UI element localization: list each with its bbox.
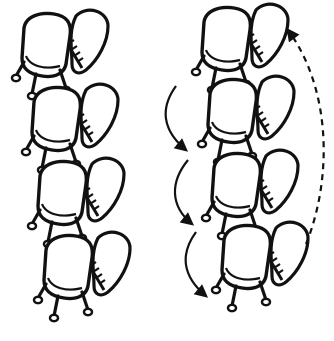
return-dashed-arrow bbox=[288, 30, 324, 244]
down-arrow-3 bbox=[186, 232, 206, 296]
down-arrows bbox=[166, 86, 206, 296]
down-arrow-1 bbox=[166, 86, 186, 150]
down-arrow-2 bbox=[175, 160, 192, 224]
left-chair-4 bbox=[34, 232, 130, 321]
right-chair-stack bbox=[192, 4, 308, 311]
right-chair-4 bbox=[212, 222, 308, 311]
left-chair-stack bbox=[12, 10, 130, 321]
